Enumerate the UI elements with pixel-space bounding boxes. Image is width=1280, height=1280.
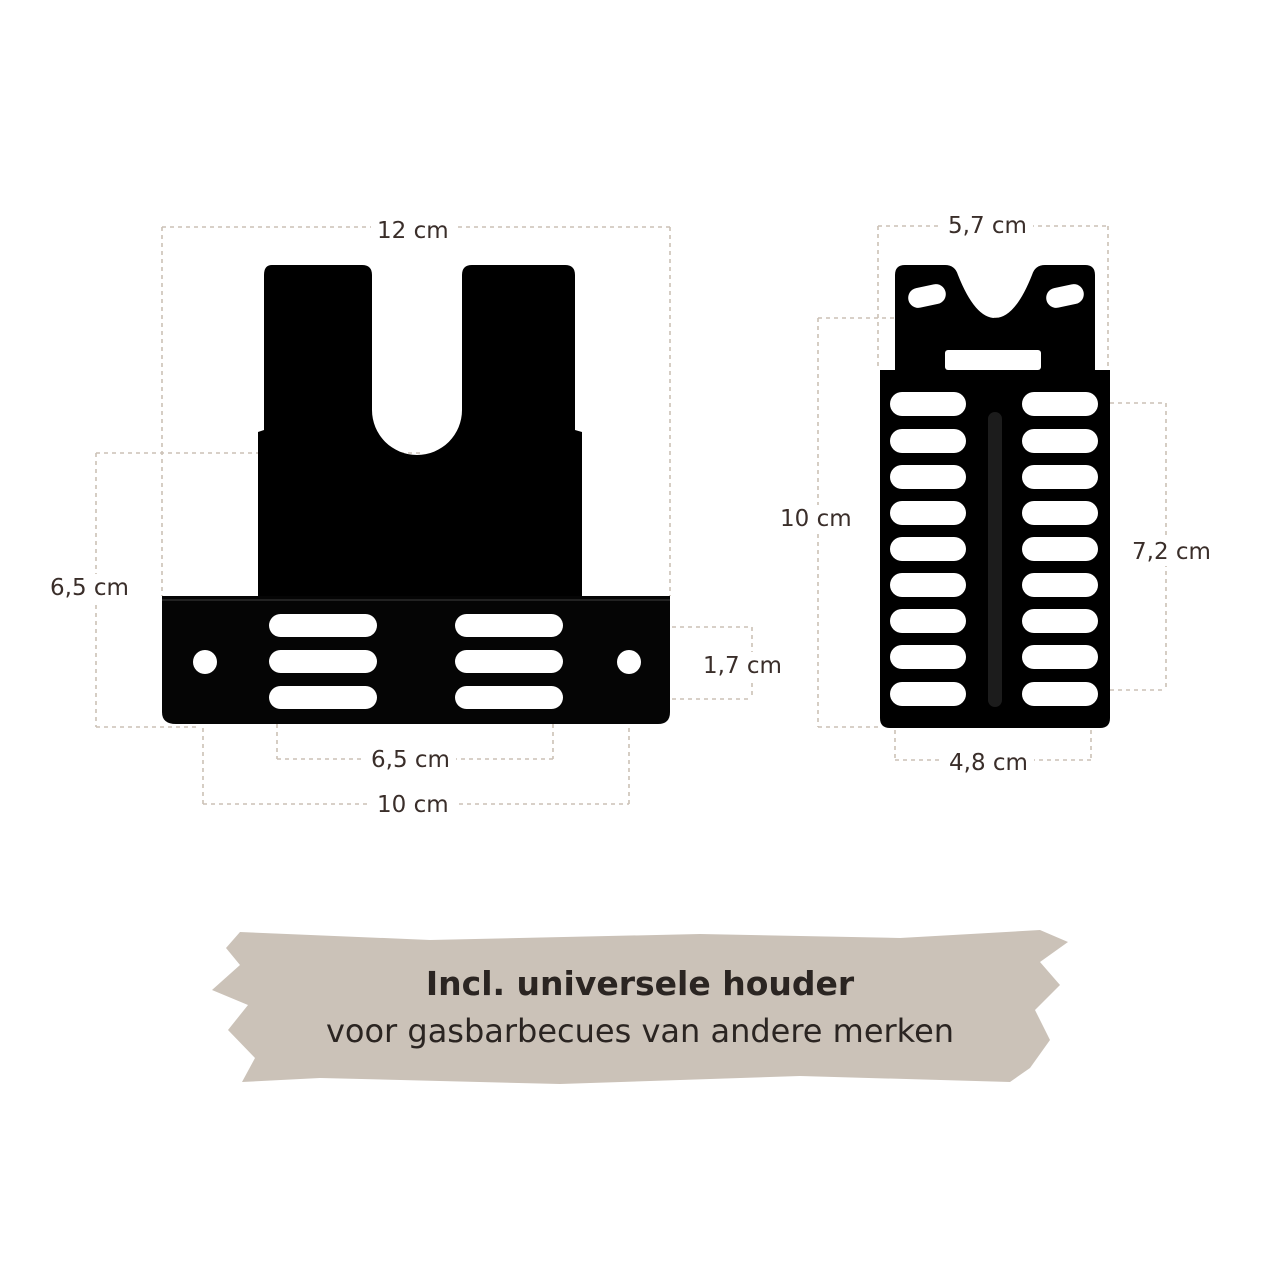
right-slots-right-column — [1022, 392, 1098, 706]
left-bracket — [162, 265, 670, 724]
banner-title: Incl. universele houder — [425, 964, 855, 1003]
right-tab-hole — [908, 284, 946, 308]
left-width-label: 12 cm — [371, 217, 455, 245]
left-slots-width-label: 6,5 cm — [365, 746, 456, 774]
left-bracket-upper-plate — [258, 265, 582, 600]
left-mount-hole — [193, 650, 217, 674]
right-width-label: 5,7 cm — [942, 212, 1033, 240]
right-bottom-width-label: 4,8 cm — [943, 749, 1034, 777]
right-tab-hole — [1046, 284, 1084, 308]
left-bracket-base-plate — [162, 596, 670, 724]
banner-subtitle: voor gasbarbecues van andere merken — [325, 1012, 955, 1050]
banner-brushstroke — [212, 930, 1068, 1084]
left-slot — [269, 650, 377, 673]
right-slots-left-column — [890, 392, 966, 706]
left-slot — [269, 614, 377, 637]
left-slot — [455, 614, 563, 637]
left-slot — [455, 650, 563, 673]
left-slot-height-label: 1,7 cm — [697, 652, 788, 680]
left-slot — [455, 686, 563, 709]
right-bracket — [880, 265, 1110, 728]
right-center-groove — [988, 412, 1002, 707]
left-holes-width-label: 10 cm — [371, 791, 455, 819]
left-slot — [269, 686, 377, 709]
left-height-label: 6,5 cm — [44, 574, 135, 602]
right-height-label: 10 cm — [774, 505, 858, 533]
right-slot-span-label: 7,2 cm — [1126, 538, 1217, 566]
banner: Incl. universele houder voor gasbarbecue… — [210, 960, 1070, 1054]
left-mount-hole — [617, 650, 641, 674]
